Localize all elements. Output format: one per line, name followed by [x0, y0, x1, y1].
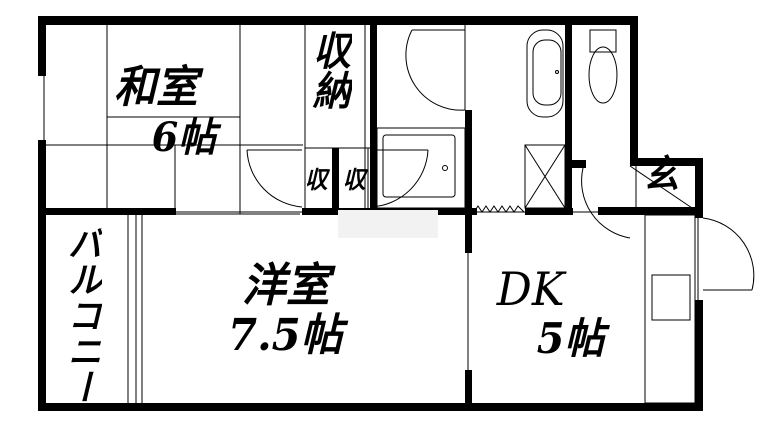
storage-label: 収納 [306, 30, 351, 110]
passage-highlight [338, 210, 438, 238]
balcony-label: バルコニー [62, 225, 102, 405]
youshitsu-label: 洋室 [242, 258, 330, 312]
thin-lines [43, 25, 755, 404]
dk-label: DK [496, 262, 565, 316]
entrance-label: 玄 [642, 151, 680, 196]
dk-size: 5帖 [536, 314, 605, 363]
washitsu-size: 6帖 [151, 114, 217, 161]
washitsu-label: 和室 [114, 62, 198, 113]
small-storage-label-1: 収 [304, 165, 328, 194]
youshitsu-size: 7.5帖 [228, 310, 343, 361]
small-storage-label-2: 収 [342, 165, 366, 194]
